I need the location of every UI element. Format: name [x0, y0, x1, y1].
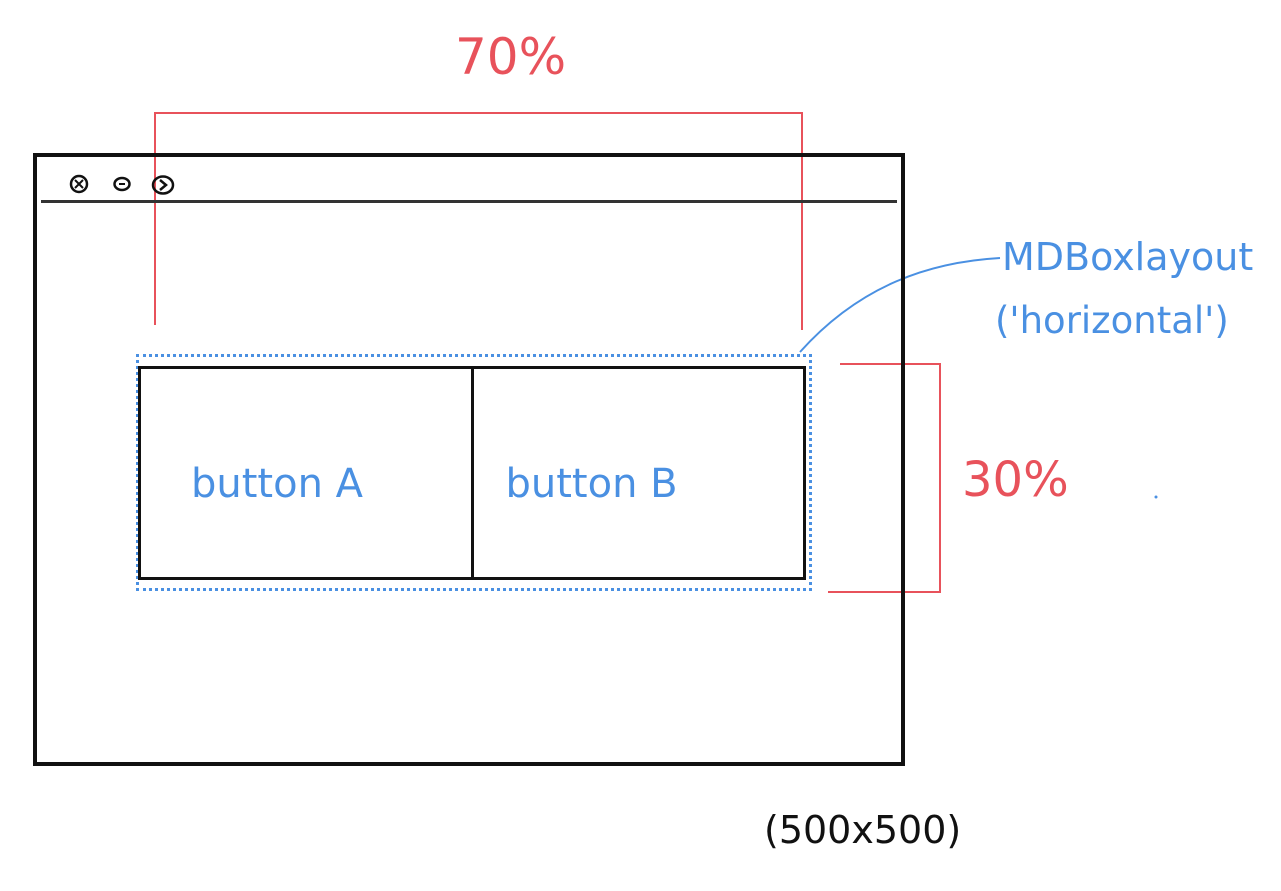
- width-percent-label: 70%: [455, 28, 567, 86]
- minimize-icon[interactable]: [113, 176, 131, 192]
- titlebar-divider: [41, 200, 897, 203]
- button-a-label: button A: [191, 461, 364, 507]
- stray-dot: [1154, 495, 1158, 499]
- width-bracket: [154, 112, 803, 330]
- button-row: button A button B: [138, 366, 806, 580]
- button-a[interactable]: button A: [141, 369, 471, 577]
- height-percent-label: 30%: [962, 452, 1069, 508]
- button-b-label: button B: [505, 461, 678, 507]
- layout-name-label: MDBoxlayout: [1002, 235, 1254, 279]
- maximize-icon[interactable]: [151, 174, 175, 196]
- layout-orientation-label: ('horizontal'): [995, 299, 1229, 342]
- layout-callout: [799, 257, 1001, 353]
- window-size-label: (500x500): [764, 808, 962, 852]
- md-boxlayout: [136, 354, 812, 591]
- app-window: [33, 153, 905, 766]
- button-b[interactable]: button B: [470, 369, 804, 577]
- height-bracket: [828, 363, 941, 593]
- close-icon[interactable]: [69, 174, 89, 194]
